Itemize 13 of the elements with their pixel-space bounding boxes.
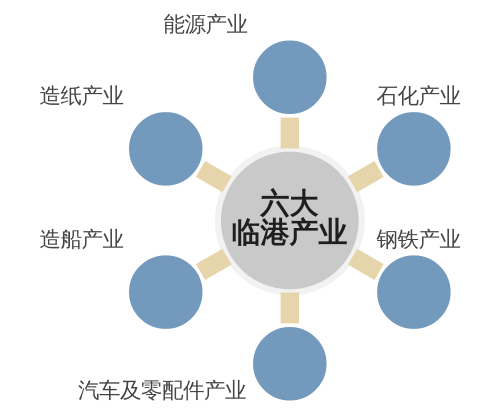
- node-label: 汽车及零配件产业: [78, 378, 246, 404]
- connector: [196, 248, 232, 280]
- node-label: 石化产业: [376, 84, 460, 110]
- node-label: 钢铁产业: [376, 227, 460, 252]
- node-circle: 六大临港产业: [214, 145, 365, 296]
- node-label: 造船产业: [40, 227, 124, 252]
- connector: [196, 160, 232, 192]
- connector: [348, 248, 384, 280]
- connector: [280, 118, 299, 148]
- node-label: 能源产业: [164, 12, 248, 38]
- connector: [348, 160, 384, 192]
- connector: [280, 292, 299, 324]
- node-label: 造纸产业: [40, 84, 124, 110]
